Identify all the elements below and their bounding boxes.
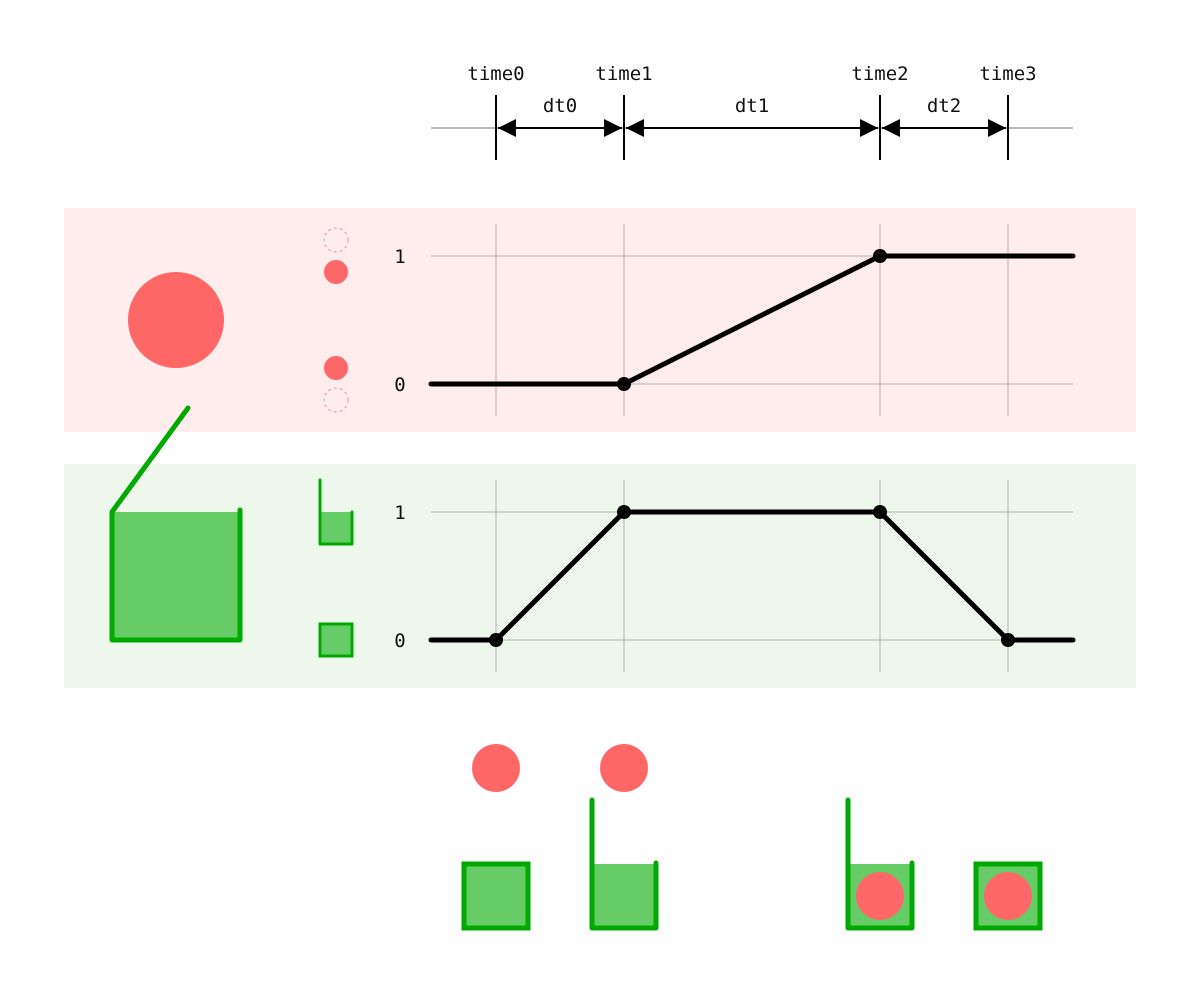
dt1-label: dt1 xyxy=(735,95,769,117)
dt2-label: dt2 xyxy=(927,95,961,117)
time3-label: time3 xyxy=(979,63,1036,85)
timeline: time0 time1 time2 time3 dt0 dt1 dt2 xyxy=(431,63,1073,160)
green-curve-point-time0 xyxy=(489,633,503,647)
keyframe-time0-cup-icon xyxy=(461,861,531,931)
keyframe-time3-ball-icon xyxy=(984,872,1032,920)
large-ball-icon xyxy=(128,272,224,368)
red-y-label-0: 0 xyxy=(394,374,405,396)
green-y-label-0: 0 xyxy=(394,630,405,652)
red-curve-point-time2 xyxy=(873,249,887,263)
keyframe-time3 xyxy=(973,861,1043,931)
keyframe-time0-ball-icon xyxy=(472,744,520,792)
cup-closed-small-icon xyxy=(318,622,354,658)
ball-ghost-top-icon xyxy=(323,227,349,253)
dt0-label: dt0 xyxy=(543,95,577,117)
cup-open-small-icon xyxy=(318,478,354,546)
ball-up-icon xyxy=(324,260,348,284)
green-curve-point-time1 xyxy=(617,505,631,519)
large-cup-icon xyxy=(109,405,243,643)
red-curve xyxy=(428,253,1076,387)
green-y-label-1: 1 xyxy=(394,502,405,524)
keyframe-time0 xyxy=(461,744,531,931)
green-panel: 1 0 xyxy=(64,405,1136,688)
time0-label: time0 xyxy=(467,63,524,85)
keyframe-time2 xyxy=(845,797,915,931)
keyframe-time1 xyxy=(589,744,659,931)
ball-ghost-bottom-icon xyxy=(323,387,349,413)
red-panel: 1 0 xyxy=(64,208,1136,432)
time1-label: time1 xyxy=(595,63,652,85)
keyframe-time1-cup-icon xyxy=(589,797,659,931)
green-curve-point-time3 xyxy=(1001,633,1015,647)
green-curve xyxy=(428,509,1076,643)
red-y-label-1: 1 xyxy=(394,246,405,268)
green-panel-background xyxy=(64,464,1136,688)
ball-down-icon xyxy=(324,356,348,380)
keyframe-time1-ball-icon xyxy=(600,744,648,792)
red-curve-point-time1 xyxy=(617,377,631,391)
red-panel-background xyxy=(64,208,1136,432)
keyframe-time2-ball-icon xyxy=(856,872,904,920)
time2-label: time2 xyxy=(851,63,908,85)
green-curve-point-time2 xyxy=(873,505,887,519)
